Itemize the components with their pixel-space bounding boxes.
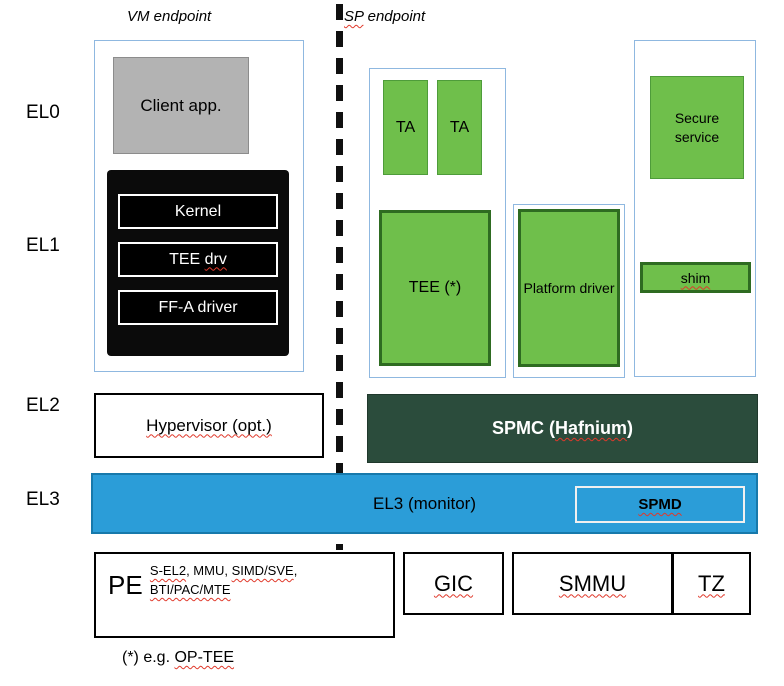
platform-driver-box: Platform driver <box>518 209 620 367</box>
footnote: (*) e.g. OP-TEE <box>122 649 234 667</box>
sp-endpoint-text-sp: SP <box>344 8 364 25</box>
el0-label: EL0 <box>26 102 60 123</box>
pe-feature-bti-pac-mte: BTI/PAC/MTE <box>149 581 231 597</box>
kernel-label: Kernel <box>174 202 222 220</box>
spmc-text-close: ) <box>627 418 633 438</box>
secure-service-label: Secure service <box>674 110 720 145</box>
platform-driver-label: Platform driver <box>523 279 615 296</box>
pe-feature-comma: , <box>293 563 298 578</box>
client-app-label: Client app. <box>140 95 222 115</box>
tee-label: TEE (*) <box>408 279 462 296</box>
secure-service-box: Secure service <box>650 76 744 179</box>
gic-label: GIC <box>433 570 474 596</box>
sp-endpoint-label: SP endpoint <box>344 8 425 25</box>
pe-label: PE S-EL2, MMU, SIMD/SVE, BTI/PAC/MTE <box>108 563 297 600</box>
endpoint-divider-dashed-line <box>336 4 343 550</box>
vm-endpoint-label: VM endpoint <box>127 8 211 25</box>
pe-feature-mmu: , MMU, <box>186 563 232 578</box>
spmd-label: SPMD <box>638 496 682 513</box>
tee-drv-text: TEE <box>169 250 205 268</box>
kernel-box: Kernel <box>118 194 278 229</box>
tee-drv-text-drv: drv <box>204 250 227 268</box>
hypervisor-box: Hypervisor (opt.) <box>94 393 324 458</box>
ffa-driver-box: FF-A driver <box>118 290 278 325</box>
kernel-stack: Kernel TEE drv FF-A driver <box>107 170 289 356</box>
footnote-prefix: (*) e.g. <box>122 649 175 666</box>
el3-monitor-bar: EL3 (monitor) SPMD <box>91 473 758 534</box>
spmc-text-open: SPMC ( <box>492 418 555 438</box>
pe-title: PE <box>108 569 150 600</box>
pe-feature-sel2: S-EL2 <box>149 563 187 578</box>
pe-feature-simd-sve: SIMD/SVE <box>231 563 294 578</box>
ta-label-1: TA <box>395 118 416 136</box>
gic-box: GIC <box>403 552 504 615</box>
ffa-driver-label: FF-A driver <box>158 298 238 316</box>
smmu-box: SMMU <box>512 552 673 615</box>
smmu-label: SMMU <box>558 570 627 596</box>
shim-box: shim <box>640 262 751 293</box>
ta-label-2: TA <box>449 118 470 136</box>
el3-monitor-label: EL3 (monitor) <box>373 493 476 513</box>
pe-box: PE S-EL2, MMU, SIMD/SVE, BTI/PAC/MTE <box>94 552 395 638</box>
tz-box: TZ <box>672 552 751 615</box>
tee-drv-box: TEE drv <box>118 242 278 277</box>
shim-label: shim <box>680 269 711 286</box>
tee-box: TEE (*) <box>379 210 491 366</box>
vm-endpoint-text: VM endpoint <box>127 8 212 25</box>
client-app-box: Client app. <box>113 57 249 154</box>
tz-label: TZ <box>698 570 725 596</box>
sp-endpoint-text-rest: endpoint <box>363 8 426 25</box>
spmc-text-hafnium: Hafnium <box>555 418 627 438</box>
el3-monitor-label-wrap: EL3 (monitor) <box>93 475 756 532</box>
ta-box-1: TA <box>383 80 428 175</box>
footnote-text: (*) e.g. OP-TEE <box>122 649 234 666</box>
footnote-optee: OP-TEE <box>174 649 235 666</box>
ta-box-2: TA <box>437 80 482 175</box>
el2-label: EL2 <box>26 395 60 416</box>
spmd-box: SPMD <box>575 486 745 523</box>
spmc-label: SPMC (Hafnium) <box>492 418 633 439</box>
el1-label: EL1 <box>26 235 60 256</box>
spmc-box: SPMC (Hafnium) <box>367 394 758 463</box>
pe-features: S-EL2, MMU, SIMD/SVE, BTI/PAC/MTE <box>150 562 297 600</box>
el3-label: EL3 <box>26 489 60 510</box>
tee-drv-label: TEE drv <box>169 251 227 269</box>
hypervisor-label: Hypervisor (opt.) <box>146 415 272 435</box>
